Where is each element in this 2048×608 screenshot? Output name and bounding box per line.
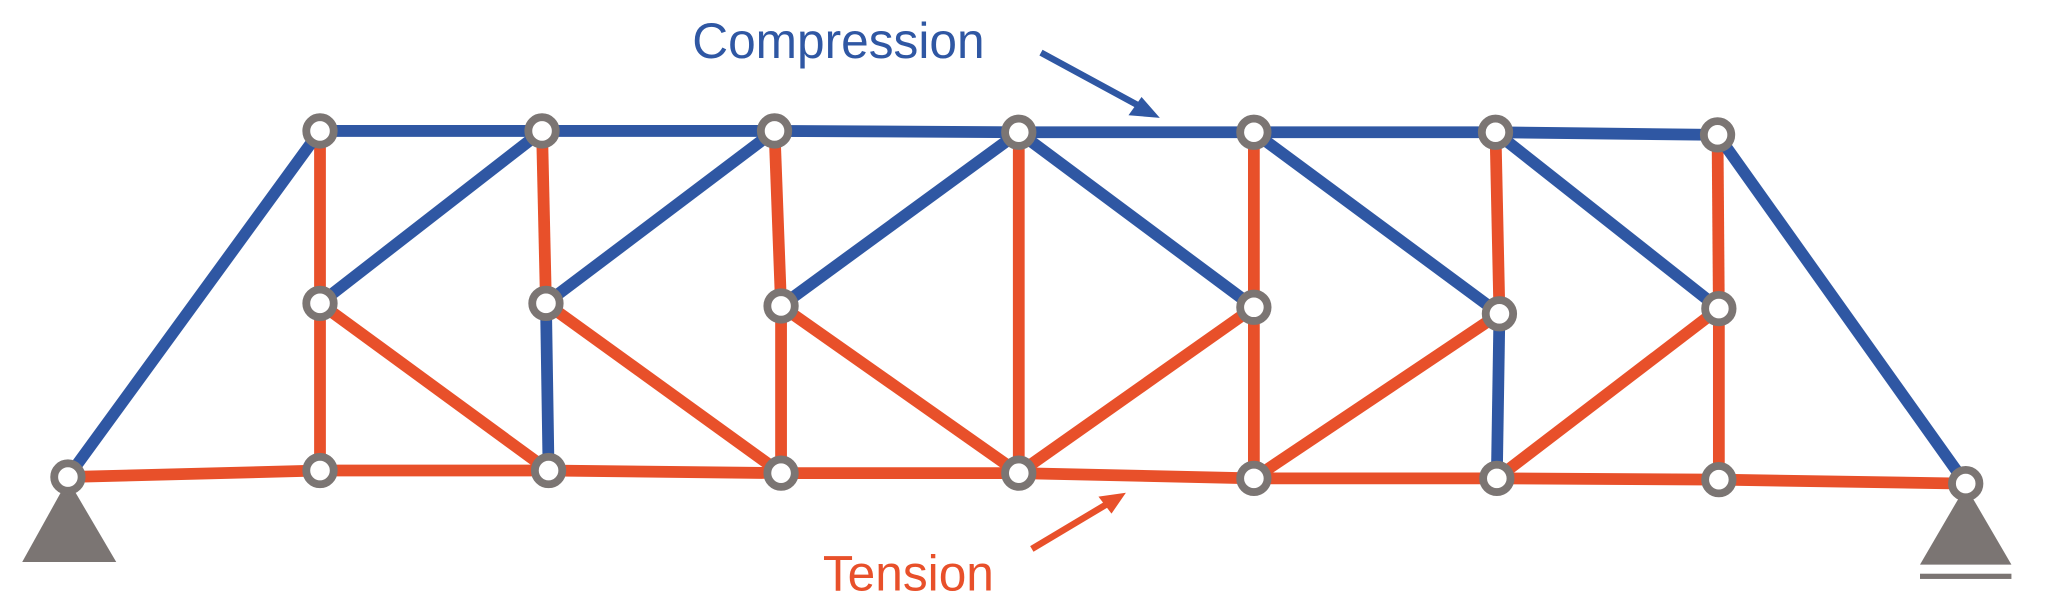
tension-member (768, 130, 787, 307)
joint-pin (763, 288, 799, 324)
compression-arrow (1039, 49, 1149, 113)
joint-pin (302, 452, 338, 489)
joint-pin (1481, 296, 1518, 332)
joint-pin (763, 455, 799, 491)
compression-member (1712, 131, 1971, 487)
joint-pin (1477, 114, 1514, 150)
truss-joints (50, 113, 1984, 502)
joint-pin (1699, 117, 1736, 153)
tension-arrowhead (1098, 492, 1126, 514)
joint-pin (1001, 455, 1037, 491)
compression-member (540, 303, 555, 471)
tension-member (1718, 473, 1966, 490)
joint-pin (1236, 460, 1272, 496)
compression-member (542, 126, 779, 309)
tension-member (67, 464, 321, 483)
tension-member (1250, 308, 1503, 484)
tension-member (548, 464, 782, 480)
joint-pin (302, 285, 338, 321)
tension-member (1489, 132, 1506, 314)
tension-label: Tension (823, 546, 994, 602)
compression-member (63, 127, 325, 481)
compression-member (774, 125, 1019, 139)
tension-member (1496, 472, 1719, 486)
joint-pin (756, 113, 793, 149)
tension-member (1015, 302, 1258, 478)
joint-pin (528, 285, 564, 321)
compression-member (316, 126, 546, 308)
tension-member (316, 298, 553, 476)
compression-member (1495, 126, 1718, 141)
compression-member (1250, 127, 1503, 319)
tension-member (777, 301, 1023, 478)
tension-member (1711, 134, 1725, 309)
tension-member (542, 298, 785, 478)
tension-member (536, 130, 552, 304)
joint-pin (302, 113, 338, 149)
pin-support (22, 479, 117, 562)
roller-support (1920, 486, 2012, 565)
compression-label: Compression (692, 13, 984, 69)
tension-arrow (1030, 497, 1115, 552)
joint-pin (50, 459, 86, 495)
joint-pin (1236, 289, 1272, 325)
compression-member (777, 127, 1023, 311)
joint-pin (1948, 465, 1984, 502)
tension-member (1018, 467, 1255, 485)
joint-pin (1236, 114, 1272, 150)
joint-pin (530, 452, 567, 489)
compression-member (1490, 313, 1506, 479)
joint-pin (1479, 460, 1515, 496)
joint-pin (524, 113, 560, 149)
compression-member (1015, 127, 1258, 312)
truss-members (63, 125, 1971, 490)
compression-member (1491, 127, 1723, 314)
joint-pin (1701, 290, 1737, 327)
roller-ground-line (1920, 573, 2012, 579)
joint-pin (1701, 462, 1737, 498)
compression-arrowhead (1128, 96, 1160, 118)
supports (22, 479, 2012, 579)
tension-member (1493, 303, 1723, 484)
joint-pin (1001, 114, 1037, 150)
